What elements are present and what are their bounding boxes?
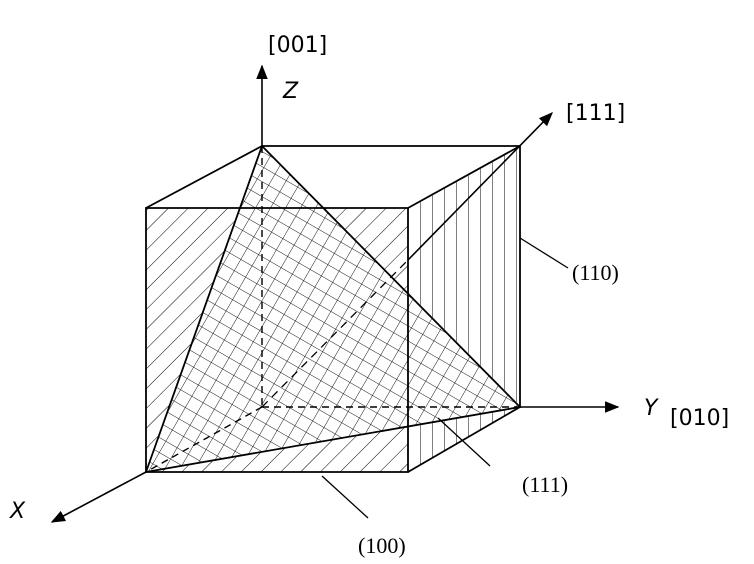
plane-111-label: (111)	[522, 472, 568, 497]
leader-lines	[321, 237, 569, 519]
diagonal-111-hidden	[261, 259, 409, 408]
x-axis-arrow	[50, 471, 147, 523]
y-axis-label: Y	[644, 396, 659, 421]
z-direction-label: [001]	[268, 33, 327, 58]
plane-110-label: (110)	[572, 260, 619, 285]
plane-100-label: (100)	[358, 533, 406, 558]
diagonal-111-arrow	[407, 111, 554, 261]
x-axis-label: X	[9, 499, 26, 524]
z-axis-label: Z	[282, 79, 299, 104]
cube-edges	[145, 145, 521, 473]
cube-hidden-edges	[145, 146, 520, 473]
diagonal-direction-label: [111]	[566, 101, 625, 126]
y-direction-label: [010]	[670, 406, 729, 431]
